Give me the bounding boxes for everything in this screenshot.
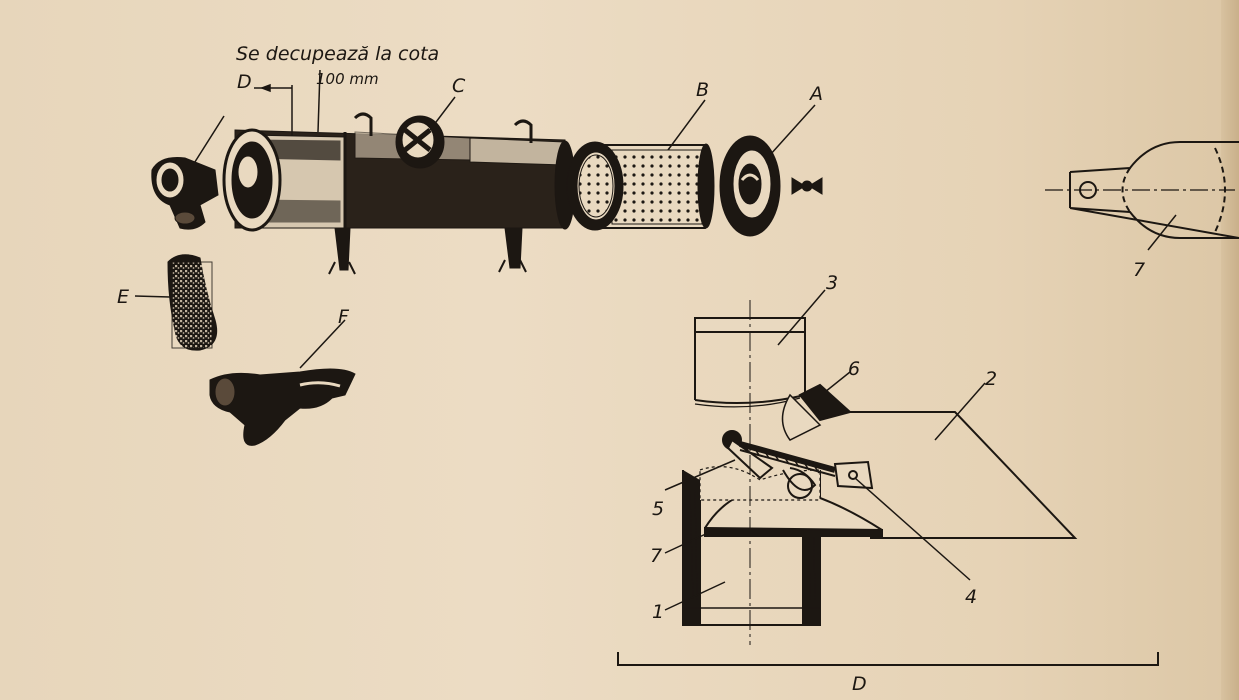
rubber-tube (167, 254, 218, 351)
cut-note: Se decupează la cota (236, 43, 439, 65)
exploded-filter-assembly (151, 112, 823, 446)
label-3: 3 (826, 272, 838, 294)
elbow-fitting (151, 157, 219, 230)
label-5: 5 (652, 498, 664, 520)
label-1: 1 (652, 601, 664, 623)
label-a: A (808, 83, 823, 105)
label-4: 4 (965, 586, 977, 608)
flange-part (209, 368, 356, 446)
label-d-bottom: D (852, 673, 867, 695)
mesh-cartridge (566, 141, 715, 231)
label-b: B (696, 79, 709, 101)
label-c: C (452, 75, 466, 97)
dimension-value: 100 mm (316, 70, 379, 88)
label-2: 2 (985, 368, 997, 390)
end-cap (719, 135, 781, 237)
label-7-left: 7 (650, 545, 662, 567)
label-e: E (117, 286, 129, 308)
leader-lines-top (134, 69, 816, 369)
page-edge-shadow (1221, 0, 1239, 700)
bracket-detail (1045, 141, 1239, 251)
label-6: 6 (848, 358, 860, 380)
section-view (617, 300, 1159, 666)
wing-nut (791, 177, 823, 195)
leader-lines-bottom (664, 289, 986, 611)
label-7-right: 7 (1133, 259, 1145, 281)
main-body-cylinder (222, 112, 576, 275)
label-f: F (338, 306, 350, 328)
label-d-top: D (237, 71, 252, 93)
